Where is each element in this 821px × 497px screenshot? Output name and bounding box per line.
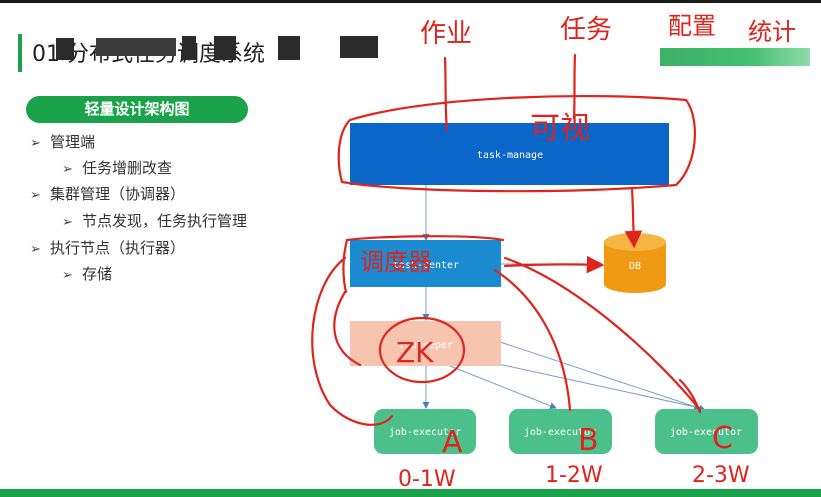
redaction-block xyxy=(96,38,176,56)
bullet-marker-icon: ➢ xyxy=(62,162,73,177)
header-ribbon xyxy=(660,48,810,66)
annotation-top-1: 作业 xyxy=(420,19,472,49)
bullet-item: ➢存储 xyxy=(62,265,113,283)
annotation-range-1: 0-1W xyxy=(398,467,456,492)
annotation-stroke xyxy=(572,53,577,120)
bullet-marker-icon: ➢ xyxy=(30,188,41,203)
annotation-stroke xyxy=(678,378,702,414)
annotation-stroke xyxy=(342,235,505,294)
executor-1-label: job-executor xyxy=(389,427,461,438)
red-annotation-text: 作业 任务 配置 统计 可视 调度器 ZK A B C 0-1W 1-2W 2-… xyxy=(360,12,796,492)
redaction-block xyxy=(340,36,378,58)
node-zookeeper: zookeeper xyxy=(350,321,501,366)
connector xyxy=(479,359,701,411)
bullet-item: ➢任务增删改查 xyxy=(62,159,173,177)
section-pill: 轻量设计架构图 xyxy=(26,96,248,123)
zookeeper-label: zookeeper xyxy=(399,340,453,351)
redaction-block xyxy=(182,36,196,60)
annotation-top-4: 统计 xyxy=(748,18,796,46)
annotation-circle xyxy=(378,316,466,384)
annotation-range-2: 1-2W xyxy=(545,463,603,488)
annotation-visible: 可视 xyxy=(530,111,590,146)
bullet-item: ➢执行节点（执行器） xyxy=(30,239,186,257)
redaction-block xyxy=(56,38,74,60)
bullet-item: ➢集群管理（协调器） xyxy=(30,185,186,203)
annotation-arrow xyxy=(503,255,605,274)
annotation-stroke xyxy=(443,56,449,132)
task-manage-label: task-manage xyxy=(477,150,543,161)
bullet-item: ➢管理端 xyxy=(30,133,96,151)
bullet-marker-icon: ➢ xyxy=(62,215,73,230)
annotation-range-3: 2-3W xyxy=(692,463,750,488)
annotation-mark-c: C xyxy=(712,421,733,456)
bullet-marker-icon: ➢ xyxy=(30,136,41,151)
annotation-curve xyxy=(503,256,702,412)
annotation-mark-b: B xyxy=(578,423,599,458)
redaction-block xyxy=(214,36,236,60)
connector xyxy=(499,341,706,412)
title-accent-bar xyxy=(18,34,22,72)
annotation-top-2: 任务 xyxy=(560,15,612,45)
connector xyxy=(449,365,557,410)
node-task-center: task-center xyxy=(350,240,501,287)
redaction-block xyxy=(278,36,300,60)
annotation-zk: ZK xyxy=(396,336,434,369)
annotation-oval xyxy=(337,94,696,193)
annotation-curve xyxy=(311,256,394,426)
annotation-mark-a: A xyxy=(442,425,463,460)
annotation-curve xyxy=(333,290,362,367)
bullet-marker-icon: ➢ xyxy=(62,268,73,283)
node-executor-2: job-executor xyxy=(509,409,612,454)
db-label: DB xyxy=(629,261,641,272)
executor-2-label: job-executor xyxy=(524,427,596,438)
node-executor-3: job-executor xyxy=(655,409,758,454)
annotation-arrow xyxy=(624,186,643,249)
red-annotations xyxy=(311,53,702,426)
bullet-marker-icon: ➢ xyxy=(30,242,41,257)
executor-3-label: job-executor xyxy=(670,427,742,438)
node-task-manage: task-manage xyxy=(350,123,669,185)
annotation-curve xyxy=(493,268,572,412)
bullet-item: ➢节点发现，任务执行管理 xyxy=(62,212,248,230)
node-executor-1: job-executor xyxy=(374,409,476,454)
task-center-label: task-center xyxy=(393,260,459,271)
annotation-scheduler: 调度器 xyxy=(360,248,432,276)
footer-bar xyxy=(0,489,821,497)
top-rule xyxy=(0,0,821,3)
annotation-top-3: 配置 xyxy=(668,12,716,40)
